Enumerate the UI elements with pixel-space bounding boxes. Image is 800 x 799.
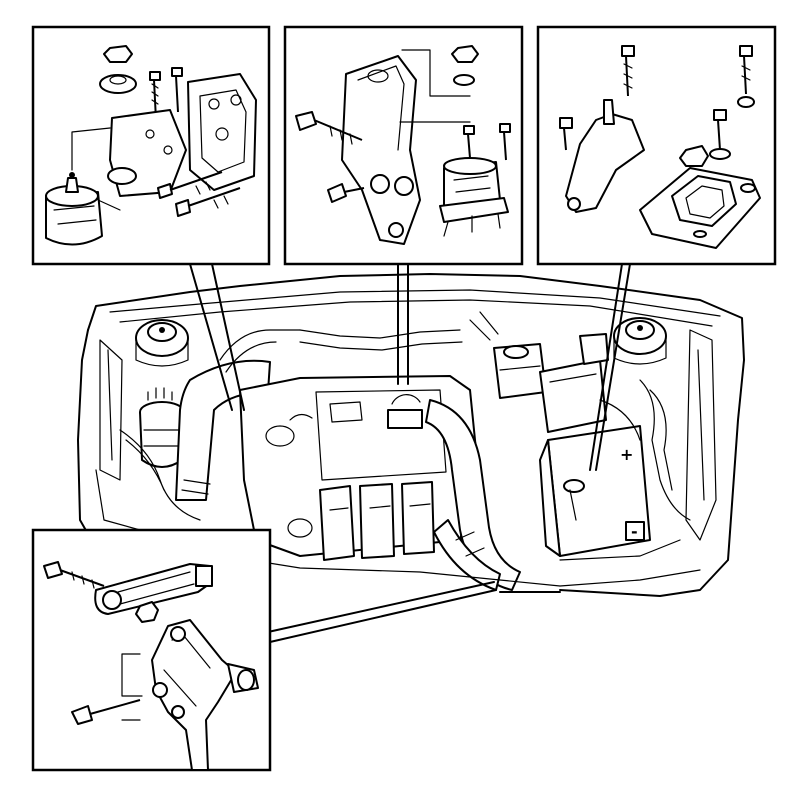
detail-timing-side-mount [283, 25, 524, 266]
intake-hose [175, 359, 271, 501]
battery-positive-symbol: + [620, 445, 633, 464]
battery: + - [539, 425, 651, 557]
left-strut-tower [135, 319, 189, 367]
detail-torque-rod [31, 528, 272, 772]
coolant-reservoir [469, 311, 547, 399]
callout-leaders [189, 263, 631, 643]
left-inner-fender [99, 339, 123, 481]
engine-bay-overview: + - [77, 273, 745, 597]
engine-cover [239, 375, 479, 561]
air-filter-box [539, 333, 609, 433]
left-wiring [119, 429, 201, 521]
car-body-outline [87, 273, 745, 597]
right-inner-fender [685, 329, 717, 541]
hood-line [109, 289, 721, 317]
right-strut-tower [613, 317, 667, 365]
negative-terminal [625, 521, 645, 541]
detail-front-engine-mount [31, 25, 271, 266]
distributor [139, 387, 185, 468]
lower-front-structure [249, 559, 701, 587]
detail-gearbox-mount [536, 25, 777, 266]
right-wiring [639, 379, 691, 521]
battery-negative-symbol: - [631, 522, 638, 541]
